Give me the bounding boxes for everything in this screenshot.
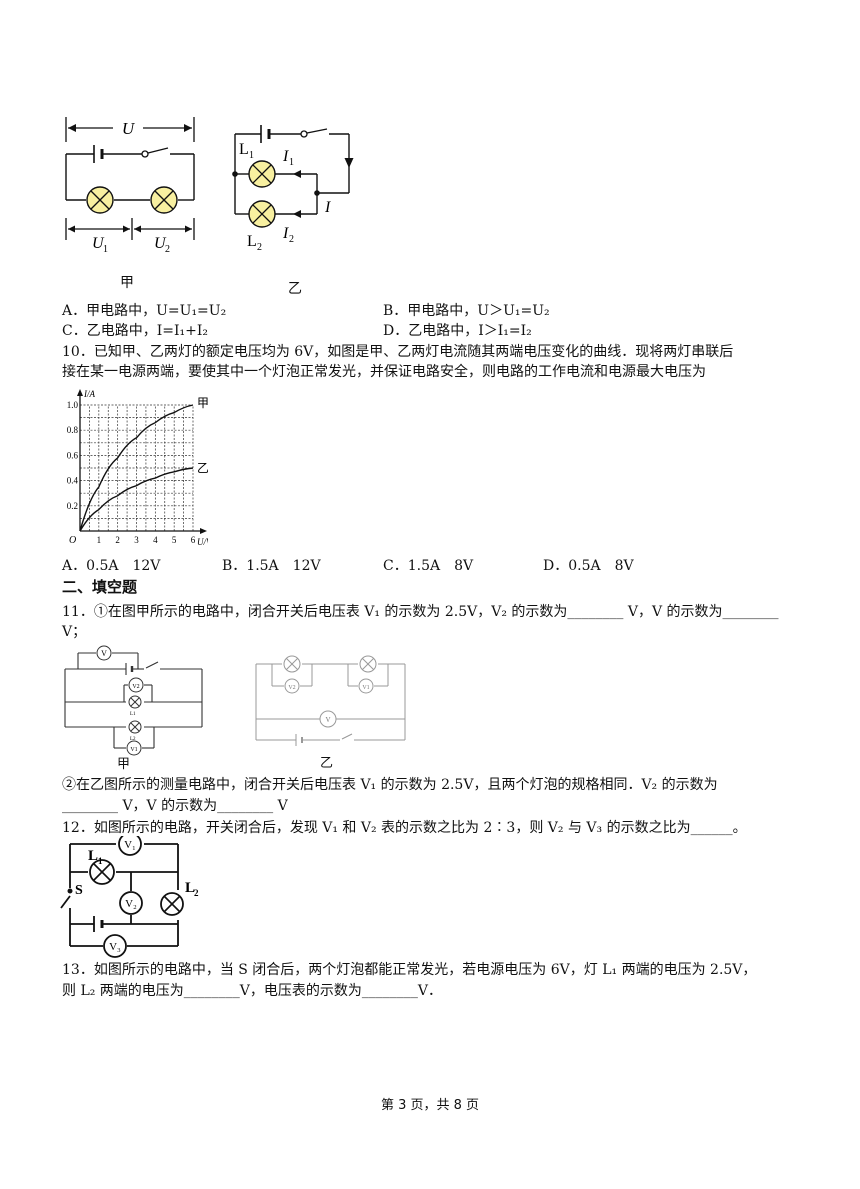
lamp-icon: [128, 720, 142, 734]
label-L2: L: [247, 233, 257, 250]
series-line-1: [79, 467, 194, 532]
svg-text:1: 1: [249, 150, 254, 161]
q11-text-line4: ________ V，V 的示数为________ V: [62, 798, 288, 814]
lamp-icon: [160, 892, 184, 916]
x-tick-label: 4: [153, 535, 158, 545]
y-tick-label: 1.0: [67, 400, 79, 410]
lamp-icon: [283, 655, 301, 673]
q11-text-line3: ②在乙图所示的测量电路中，闭合开关后电压表 V₁ 的示数为 2.5V，且两个灯泡…: [62, 777, 718, 793]
q11-figure-jia-circuit: V V2 L1 L2 V1: [64, 645, 203, 756]
section-title: 二、填空题: [62, 578, 138, 596]
q11-figure-yi-circuit: V2 V1 V: [255, 655, 406, 746]
voltmeter-icon: V1: [358, 678, 374, 694]
q12-text-line1: 12．如图所示的电路，开关闭合后，发现 V₁ 和 V₂ 表的示数之比为 2∶3，…: [62, 820, 747, 836]
y-axis-label: I/A: [83, 389, 95, 399]
svg-text:L: L: [185, 880, 195, 896]
lamp-icon: [86, 186, 114, 214]
x-tick-label: 5: [172, 535, 177, 545]
label-U2: U: [154, 235, 167, 252]
voltmeter-icon: V₁: [118, 836, 142, 856]
label-I: I: [324, 199, 331, 216]
x-tick-label: 2: [115, 535, 120, 545]
x-tick-label: 6: [191, 535, 196, 545]
svg-text:1: 1: [289, 157, 294, 168]
q12-circuit: V₁ V₂ V₃ L 1 S L 2: [60, 836, 199, 958]
svg-text:L1: L1: [130, 712, 136, 717]
svg-text:S: S: [75, 883, 83, 898]
svg-text:V: V: [325, 716, 330, 724]
svg-text:2: 2: [165, 244, 170, 255]
q11-text-line2: V；: [62, 624, 87, 640]
svg-text:1: 1: [103, 244, 108, 255]
label-I1: I: [282, 148, 289, 165]
svg-text:V₃: V₃: [109, 941, 121, 953]
voltmeter-icon: V₃: [103, 934, 127, 958]
voltmeter-icon: V2: [128, 677, 144, 693]
q9-option-d[interactable]: D．乙电路中，I＞I₁=I₂: [383, 323, 532, 339]
label-U: U: [122, 119, 136, 138]
q13-text-line2: 则 L₂ 两端的电压为________V，电压表的示数为________V．: [62, 983, 443, 999]
lamp-icon: [359, 655, 377, 673]
series-label-0: 甲: [197, 396, 208, 410]
q11-text-line1: 11．①在图甲所示的电路中，闭合开关后电压表 V₁ 的示数为 2.5V，V₂ 的…: [62, 604, 779, 620]
q9-option-a[interactable]: A．甲电路中，U=U₁=U₂: [62, 303, 227, 319]
series-line-0: [79, 404, 194, 532]
lamp-icon: [248, 160, 276, 188]
svg-text:V: V: [101, 649, 107, 658]
q10-text-line2: 接在某一电源两端，要使其中一个灯泡正常发光，并保证电路安全，则电路的工作电流和电…: [62, 364, 706, 380]
svg-text:L: L: [88, 848, 98, 864]
label-I2: I: [282, 225, 289, 242]
voltmeter-icon: V1: [126, 740, 142, 756]
lamp-icon: [248, 200, 276, 228]
voltmeter-icon: V: [319, 710, 337, 728]
q10-text-line1: 10．已知甲、乙两灯的额定电压均为 6V，如图是甲、乙两灯电流随其两端电压变化的…: [62, 344, 734, 360]
y-axis-arrow: [77, 389, 83, 396]
iu-curve-chart: 甲乙 1 2 3 4 5 6 0.2 0.4 0.6 0.8 1.0O U/V I/A: [67, 389, 208, 547]
svg-text:V₁: V₁: [124, 839, 136, 851]
voltmeter-icon: V₂: [119, 891, 143, 915]
figure-jia-series-circuit: U U 1 U 2: [65, 117, 195, 255]
voltmeter-icon: V2: [284, 678, 300, 694]
voltmeter-icon: V: [96, 645, 112, 661]
svg-text:V1: V1: [362, 685, 369, 691]
x-axis-arrow: [200, 528, 207, 534]
svg-text:2: 2: [257, 242, 262, 253]
svg-text:V1: V1: [130, 747, 137, 753]
svg-text:V₂: V₂: [125, 898, 137, 910]
q11-fig-yi-caption: 乙: [320, 756, 334, 771]
lamp-icon: [150, 186, 178, 214]
series-label-1: 乙: [197, 461, 208, 475]
page-footer: 第 3 页，共 8 页: [380, 1098, 480, 1113]
lamp-icon: [89, 859, 115, 885]
q11-fig-jia-caption: 甲: [117, 757, 131, 772]
q9-option-c[interactable]: C．乙电路中，I=I₁+I₂: [62, 323, 208, 339]
y-tick-label: 0.4: [67, 476, 79, 486]
q13-text-line1: 13．如图所示的电路中，当 S 闭合后，两个灯泡都能正常发光，若电源电压为 6V…: [62, 962, 757, 978]
q10-option-d[interactable]: D．0.5A 8V: [543, 558, 634, 574]
label-L1: L: [239, 141, 249, 158]
figure-yi-caption: 乙: [288, 281, 302, 297]
x-tick-label: 1: [97, 535, 102, 545]
y-tick-label: 0.8: [67, 425, 79, 435]
x-axis-label: U/V: [197, 537, 208, 547]
svg-text:2: 2: [194, 888, 199, 898]
y-tick-label: 0.6: [67, 450, 79, 460]
svg-text:L2: L2: [130, 737, 136, 742]
svg-text:1: 1: [98, 856, 103, 866]
label-U1: U: [92, 235, 105, 252]
q10-option-c[interactable]: C．1.5A 8V: [383, 558, 474, 574]
svg-text:2: 2: [289, 234, 294, 245]
svg-text:V2: V2: [288, 685, 295, 691]
q10-option-b[interactable]: B．1.5A 12V: [222, 558, 321, 574]
figure-jia-caption: 甲: [120, 275, 134, 291]
origin-label: O: [69, 535, 76, 546]
y-tick-label: 0.2: [67, 501, 78, 511]
q10-option-a[interactable]: A．0.5A 12V: [62, 558, 161, 574]
x-tick-label: 3: [134, 535, 139, 545]
q9-option-b[interactable]: B．甲电路中，U＞U₁=U₂: [383, 303, 550, 319]
svg-text:V2: V2: [132, 684, 139, 690]
lamp-icon: [128, 695, 142, 709]
figure-yi-parallel-circuit: L 1 I 1 I I 2 L 2: [232, 125, 354, 253]
